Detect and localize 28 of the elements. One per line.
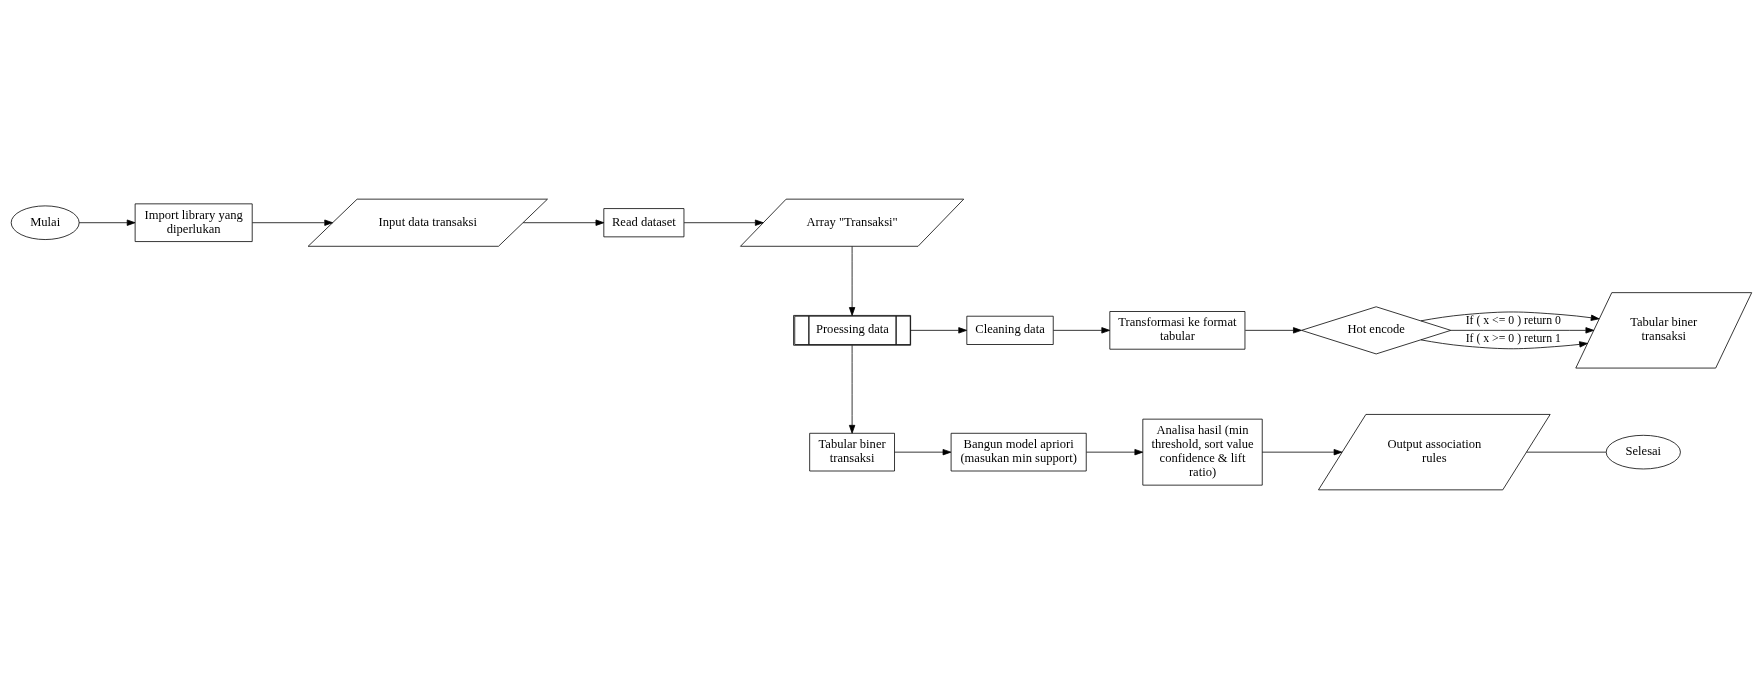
arrow (252, 219, 333, 226)
arrow (1086, 448, 1144, 455)
arrow (1244, 326, 1302, 333)
node-box: Cleaning data (966, 315, 1054, 345)
node-box: Tabular biner transaksi (809, 432, 895, 471)
connector (1526, 451, 1607, 453)
arrow (1053, 326, 1111, 333)
node-diamond: Hot encode (1301, 305, 1452, 354)
node-box: Read dataset (603, 207, 685, 237)
node-box: Import library yang diperlukan (134, 202, 253, 242)
node-box: Bangun model apriori (masukan min support) (950, 432, 1087, 471)
arrow (683, 219, 764, 226)
node-box: Transformasi ke format tabular (1109, 310, 1246, 350)
arrow (894, 448, 952, 455)
arrow (1450, 326, 1595, 333)
arrow (1261, 448, 1343, 455)
node-ellipse: Mulai (10, 205, 80, 240)
arrow (848, 344, 856, 434)
arrow (522, 219, 605, 226)
arrow (1420, 339, 1588, 349)
node-ellipse: Selesai (1605, 434, 1681, 469)
arrow (1420, 311, 1600, 321)
node-box: Analisa hasil (min threshold, sort value confidence & lift ratio) (1142, 418, 1263, 486)
edge-label: If ( x >= 0 ) return 1 (1465, 331, 1561, 345)
arrow (848, 245, 856, 316)
edge-label: If ( x <= 0 ) return 0 (1465, 313, 1561, 327)
arrow (910, 326, 967, 333)
arrow (78, 219, 136, 226)
